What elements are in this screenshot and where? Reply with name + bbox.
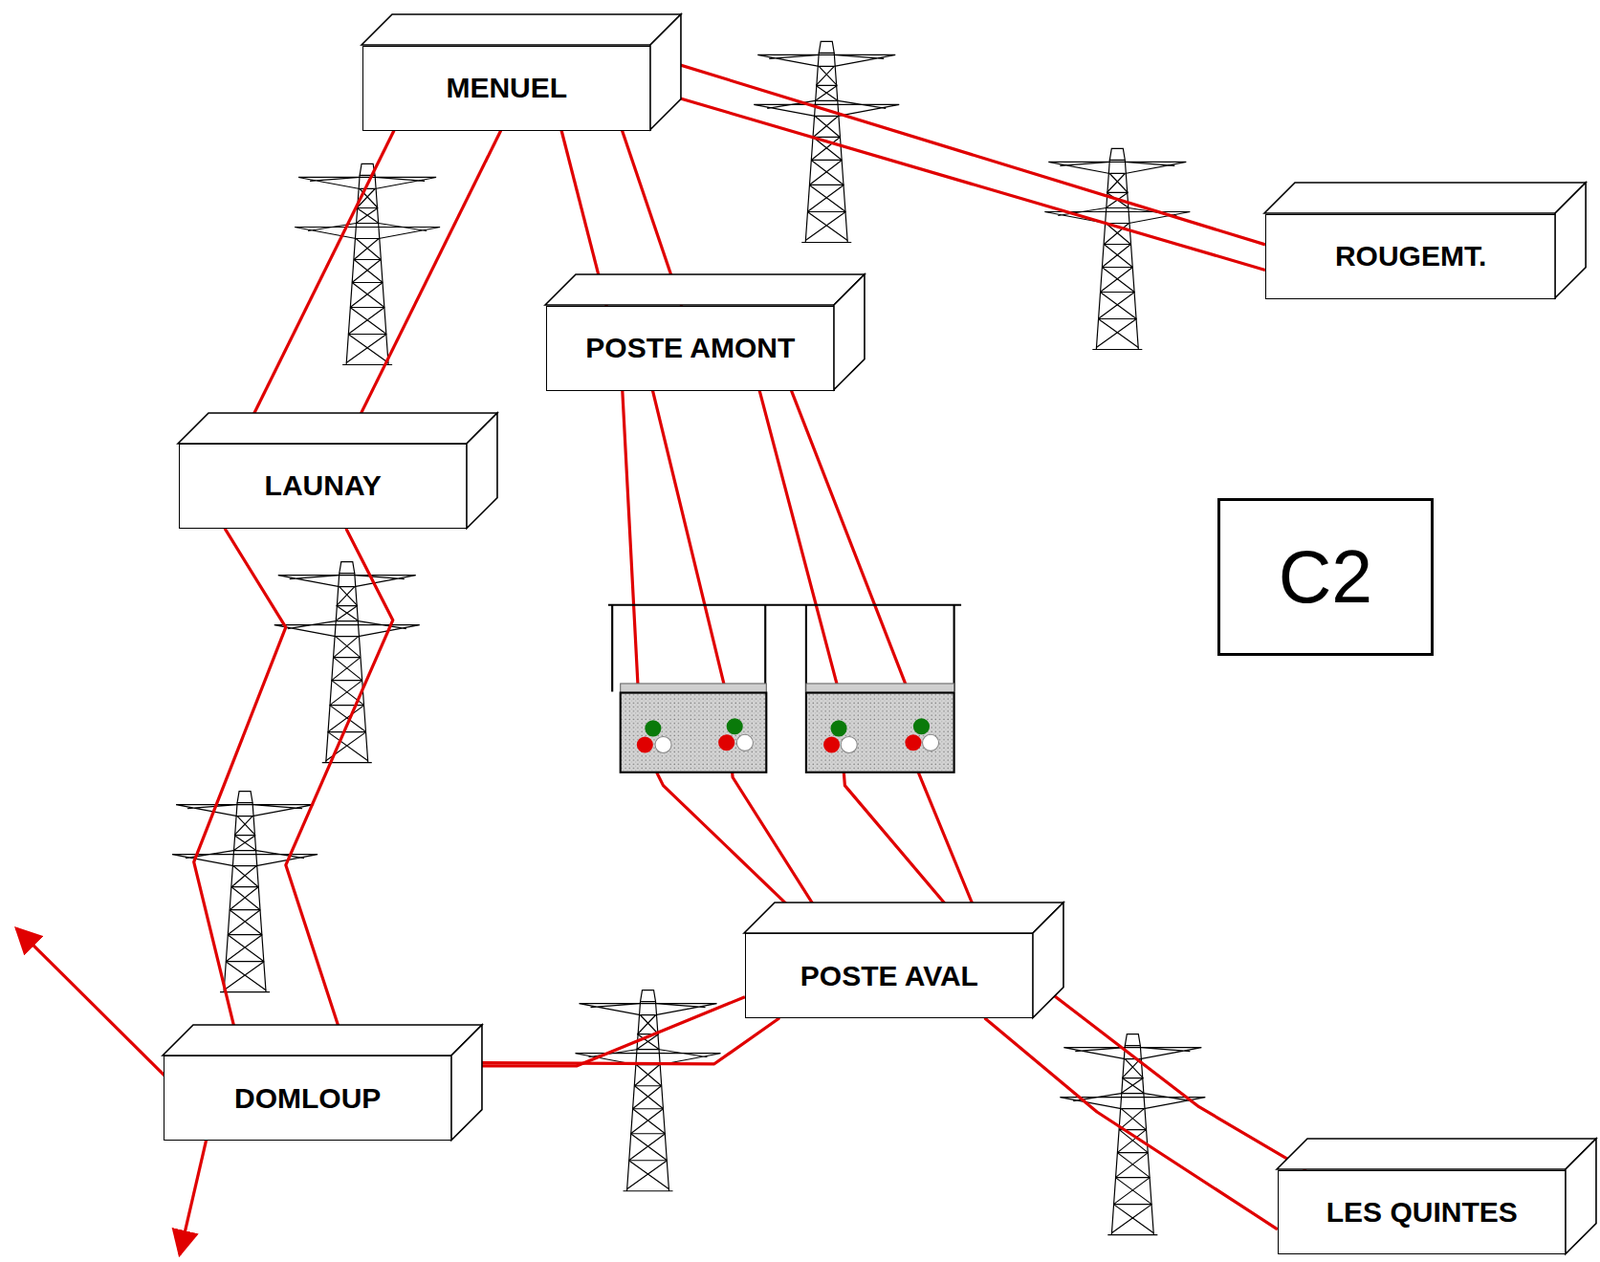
substation-box: DOMLOUP — [163, 1055, 453, 1141]
box-side-face — [833, 274, 865, 391]
power-line — [651, 89, 1266, 271]
substation-box: POSTE AMONT — [546, 306, 835, 392]
box-side-face — [650, 14, 681, 131]
power-line — [791, 391, 986, 935]
box-top-face — [1264, 182, 1586, 214]
power-line — [1033, 980, 1307, 1171]
pylon — [1044, 148, 1190, 350]
substation-name: POSTE AMONT — [583, 331, 797, 365]
substation-name: POSTE AVAL — [798, 960, 981, 993]
substation-name: LES QUINTES — [1324, 1196, 1520, 1229]
substation-name: ROUGEMT. — [1333, 240, 1489, 273]
box-top-face — [1276, 1139, 1597, 1170]
power-line — [285, 528, 394, 1057]
substation-name: DOMLOUP — [232, 1082, 383, 1116]
box-top-face — [162, 1025, 483, 1056]
power-line — [194, 528, 286, 1057]
box-side-face — [1565, 1139, 1597, 1255]
substation-box: LAUNAY — [178, 443, 468, 529]
substation-box: MENUEL — [362, 45, 652, 132]
box-side-face — [1032, 902, 1064, 1019]
pylon — [575, 990, 722, 1192]
outgoing-line-arrow — [179, 1127, 210, 1255]
box-top-face — [744, 902, 1064, 934]
box-top-face — [177, 413, 498, 444]
box-top-face — [545, 274, 865, 306]
power-line — [346, 131, 502, 445]
substation-box: LES QUINTES — [1277, 1170, 1567, 1256]
substation-box: POSTE AVAL — [745, 933, 1034, 1019]
box-side-face — [451, 1025, 483, 1141]
substation-name: LAUNAY — [263, 469, 384, 503]
power-line — [452, 997, 746, 1067]
label-box: C2 — [1217, 498, 1434, 657]
breaker-cell — [620, 683, 768, 773]
circuit-label: C2 — [1276, 534, 1375, 620]
pylon — [274, 562, 420, 764]
power-line — [985, 1018, 1278, 1230]
pylon — [294, 163, 440, 365]
breaker-cell — [806, 683, 955, 773]
substation-name: MENUEL — [443, 71, 570, 105]
box-side-face — [1556, 182, 1587, 299]
power-line — [759, 391, 970, 935]
power-line — [452, 1018, 780, 1065]
outgoing-line-arrow — [16, 928, 179, 1091]
breaker-frame — [608, 605, 962, 693]
power-line — [651, 56, 1266, 245]
substation-box: ROUGEMT. — [1265, 214, 1557, 300]
box-side-face — [466, 413, 498, 529]
power-line — [653, 391, 833, 935]
box-top-face — [361, 14, 681, 45]
